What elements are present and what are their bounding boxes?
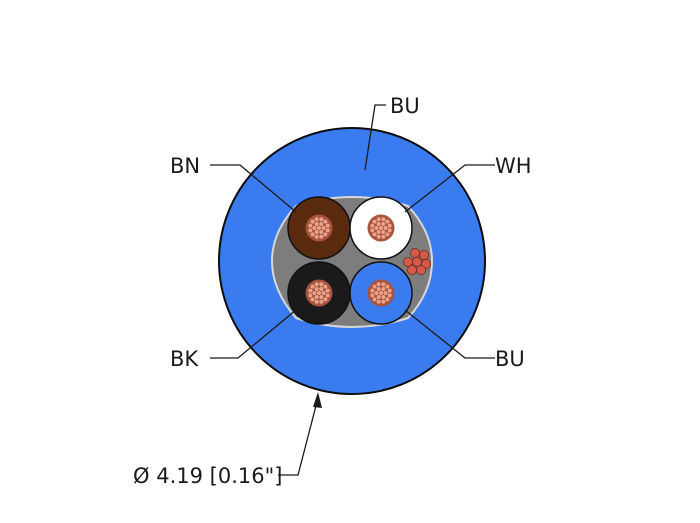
copper-strand — [383, 225, 389, 231]
copper-strand — [322, 219, 328, 225]
copper-strand — [310, 284, 316, 290]
copper-strand — [314, 216, 320, 222]
copper-strand — [384, 231, 390, 237]
copper-strand — [325, 288, 331, 294]
copper-strand — [372, 219, 378, 225]
copper-strand — [384, 296, 390, 302]
copper-strand — [322, 231, 328, 237]
copper-strand — [372, 284, 378, 290]
copper-strand — [311, 290, 318, 296]
copper-strand — [369, 292, 375, 298]
leader-bn — [210, 164, 297, 213]
copper-strand — [384, 219, 390, 225]
copper-strand — [376, 216, 382, 222]
copper-strand — [314, 234, 320, 240]
copper-strand — [376, 234, 382, 240]
copper-strand — [372, 231, 378, 237]
copper-strand — [376, 299, 382, 305]
diameter-arrowhead — [313, 392, 322, 408]
leader-bk — [210, 309, 297, 359]
drain-strand — [409, 247, 420, 258]
copper-strand — [321, 225, 327, 231]
copper-strand — [380, 234, 386, 240]
copper-strand — [314, 299, 320, 305]
copper-strand — [369, 288, 375, 294]
conductor-black — [287, 261, 351, 325]
copper-strand — [387, 223, 393, 229]
copper-strand — [307, 292, 313, 298]
copper-strand — [307, 227, 313, 233]
copper-strand — [318, 234, 324, 240]
copper-strand — [322, 284, 328, 290]
copper-strand — [310, 219, 316, 225]
copper-strand — [314, 281, 320, 287]
drain-wire-bundle — [402, 247, 431, 275]
copper-strand — [376, 281, 382, 287]
copper-strand — [373, 225, 380, 231]
copper-strand — [318, 281, 324, 287]
copper-strand — [380, 299, 386, 305]
label-diameter: Ø 4.19 [0.16"] — [133, 464, 282, 488]
copper-strand — [310, 231, 316, 237]
copper-strand — [307, 223, 313, 229]
copper-strand — [373, 290, 380, 296]
copper-strand — [383, 290, 389, 296]
copper-strand — [310, 296, 316, 302]
label-bn: BN — [170, 154, 200, 178]
copper-strand — [318, 299, 324, 305]
copper-strand — [311, 225, 318, 231]
label-wh: WH — [495, 154, 532, 178]
copper-strand — [372, 296, 378, 302]
copper-strand — [318, 216, 324, 222]
leader-bu — [404, 309, 495, 359]
drain-strand — [415, 264, 426, 275]
leader-wh — [404, 164, 495, 213]
copper-strand — [321, 290, 327, 296]
copper-strand — [384, 284, 390, 290]
copper-strand — [369, 227, 375, 233]
copper-strand — [322, 296, 328, 302]
leader-jacket-bu — [364, 104, 386, 171]
label-bu: BU — [495, 347, 525, 371]
copper-strand — [380, 216, 386, 222]
copper-strand — [369, 223, 375, 229]
copper-strand — [325, 223, 331, 229]
copper-strand — [307, 288, 313, 294]
copper-strand — [387, 288, 393, 294]
label-jacket-bu: BU — [390, 94, 420, 118]
conductor-white — [349, 196, 413, 260]
conductor-blue — [349, 261, 413, 325]
copper-strand — [380, 281, 386, 287]
drain-strand — [406, 264, 417, 275]
leader-diameter — [278, 397, 319, 476]
conductor-brown — [287, 196, 351, 260]
label-bk: BK — [170, 347, 199, 371]
drain-strand — [418, 249, 429, 260]
